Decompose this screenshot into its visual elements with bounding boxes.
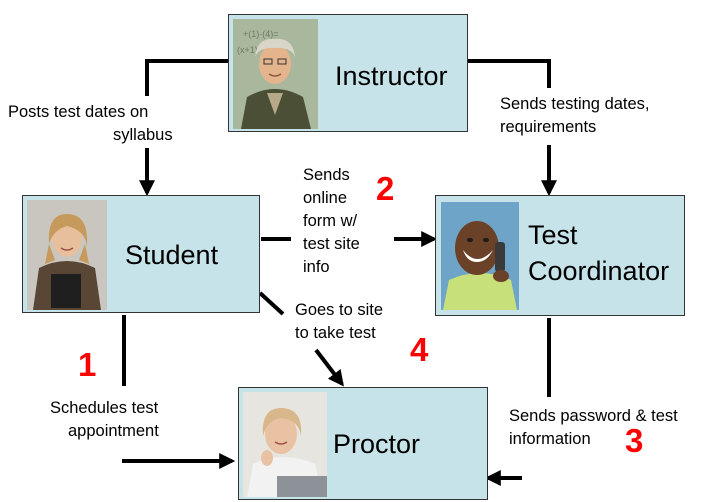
student-node: Student [22,195,260,313]
edge-label-sends-online-form-line5: info [303,258,330,276]
photo-test-coordinator [441,202,519,310]
edge-label-sends-testing-dates-line1: Sends testing dates, [500,95,650,113]
instructor-node: +(1)·(4)= (x+1) Instructor [228,14,468,132]
edge-label-sends-password-line2: information [509,430,591,448]
test-coordinator-node: Test Coordinator [435,195,685,316]
test-coordinator-label-line2: Coordinator [528,256,670,286]
proctor-label: Proctor [333,429,421,459]
step-number-1: 1 [78,346,97,383]
edge-label-goes-to-site-line1: Goes to site [295,301,384,319]
step-number-4: 4 [410,331,429,368]
arrow-student-to-proctor-diagonal-upper [258,291,285,316]
arrow-instructor-to-student [145,59,228,96]
instructor-label: Instructor [335,61,448,91]
photo-proctor [243,392,327,497]
photo-instructor: +(1)·(4)= (x+1) [233,19,318,129]
edge-label-sends-online-form-line1: Sends [303,166,350,184]
edge-label-sends-testing-dates-line2: requirements [500,118,597,136]
edge-label-posts-test-dates-line2: syllabus [113,126,173,144]
edge-label-goes-to-site-line2: to take test [295,324,376,342]
student-label: Student [125,240,219,270]
arrow-instructor-to-coordinator [468,59,551,88]
photo-student [27,200,107,310]
proctor-node: Proctor [238,387,488,500]
arrow-student-to-proctor-diagonal-lower [314,348,344,387]
step-number-2: 2 [376,170,395,207]
svg-text:+(1)·(4)=: +(1)·(4)= [243,29,279,39]
svg-text:(x+1): (x+1) [237,45,258,55]
edge-label-sends-online-form-line4: test site [303,235,360,253]
edge-label-posts-test-dates-line1: Posts test dates on [8,103,149,121]
test-coordinator-label-line1: Test [528,220,578,250]
edge-label-sends-password-line1: Sends password & test [509,407,678,425]
edge-label-sends-online-form-line3: form w/ [303,212,358,230]
edge-label-schedules-test-line2: appointment [68,422,159,440]
edge-label-schedules-test-line1: Schedules test [50,399,159,417]
step-number-3: 3 [625,422,644,459]
edge-label-sends-online-form-line2: online [303,189,348,207]
